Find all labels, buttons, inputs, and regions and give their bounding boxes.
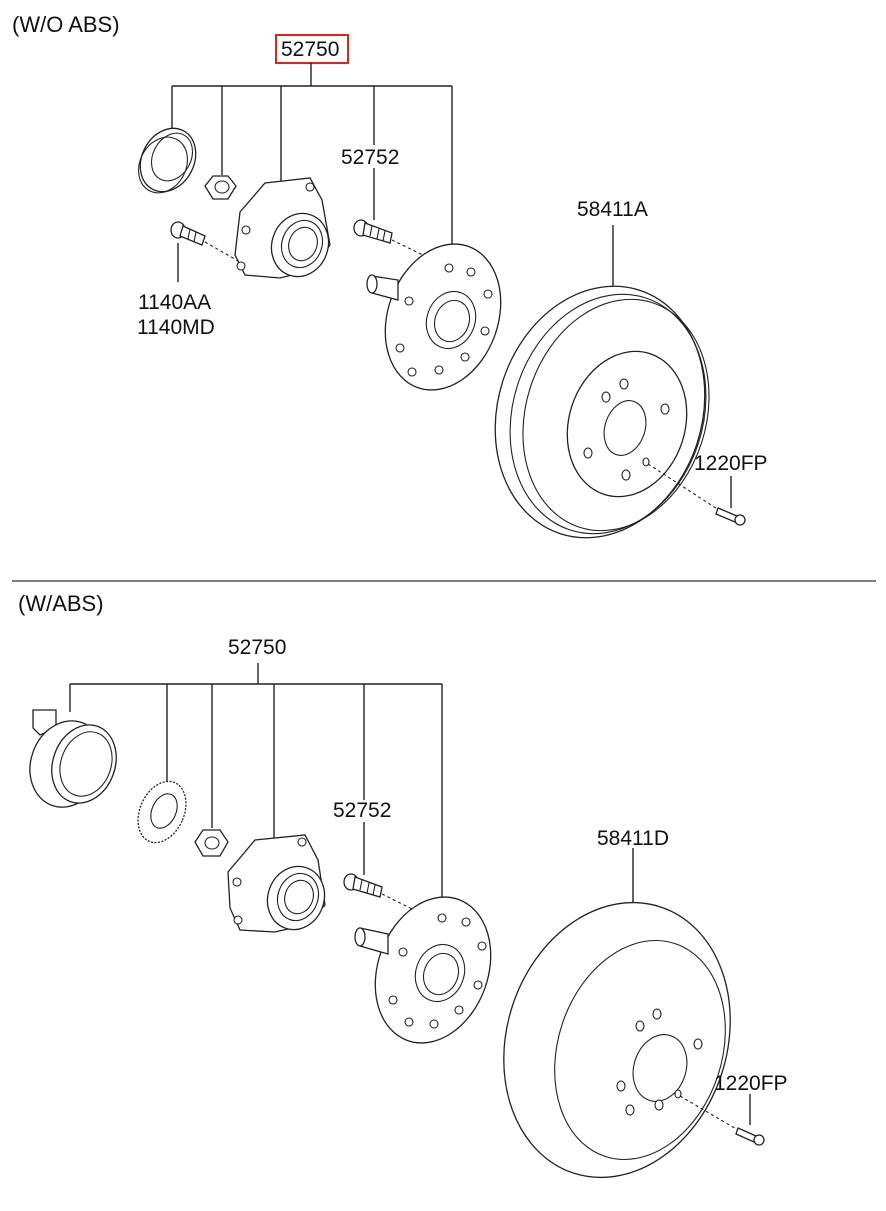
label-52752-bottom[interactable]: 52752 <box>333 799 391 822</box>
label-58411a[interactable]: 58411A <box>577 198 648 221</box>
part-52750-top[interactable]: 52750 <box>275 34 349 64</box>
bracket-lines-bottom <box>69 663 751 1125</box>
brake-drum-top[interactable] <box>463 259 738 566</box>
screw-1220fp-top[interactable] <box>715 507 746 526</box>
abs-sensor-ring[interactable] <box>18 709 127 818</box>
label-1140md[interactable]: 1140MD <box>137 316 215 339</box>
label-52750-top[interactable]: 52750 <box>281 38 339 61</box>
nut-top[interactable] <box>204 175 237 200</box>
hub-bolt-52752-top[interactable] <box>353 219 426 257</box>
bracket-lines-top <box>171 63 732 508</box>
highlight-box <box>275 34 349 64</box>
bolt-1140aa-top[interactable] <box>170 221 241 263</box>
label-52752-top[interactable]: 52752 <box>341 146 399 169</box>
bearing-housing-top[interactable] <box>234 177 337 285</box>
label-1220fp-bottom[interactable]: 1220FP <box>714 1072 788 1095</box>
brake-disc-bottom[interactable] <box>469 873 765 1207</box>
bearing-housing-bottom[interactable] <box>227 834 333 938</box>
section-title-without-abs: (W/O ABS) <box>12 12 120 37</box>
label-1140aa[interactable]: 1140AA <box>138 291 211 314</box>
hub-bolt-52752-bottom[interactable] <box>343 873 419 913</box>
hub-flange-top[interactable] <box>366 228 521 407</box>
label-1220fp-top[interactable]: 1220FP <box>694 452 768 475</box>
label-52750-bottom[interactable]: 52750 <box>228 636 286 659</box>
seal-ring-top[interactable] <box>129 119 206 202</box>
hub-flange-bottom[interactable] <box>354 881 510 1060</box>
tone-wheel[interactable] <box>129 774 195 850</box>
section-title-with-abs: (W/ABS) <box>18 591 104 616</box>
screw-1220fp-bottom[interactable] <box>735 1127 765 1146</box>
nut-bottom[interactable] <box>194 829 229 857</box>
label-58411d[interactable]: 58411D <box>597 827 669 850</box>
